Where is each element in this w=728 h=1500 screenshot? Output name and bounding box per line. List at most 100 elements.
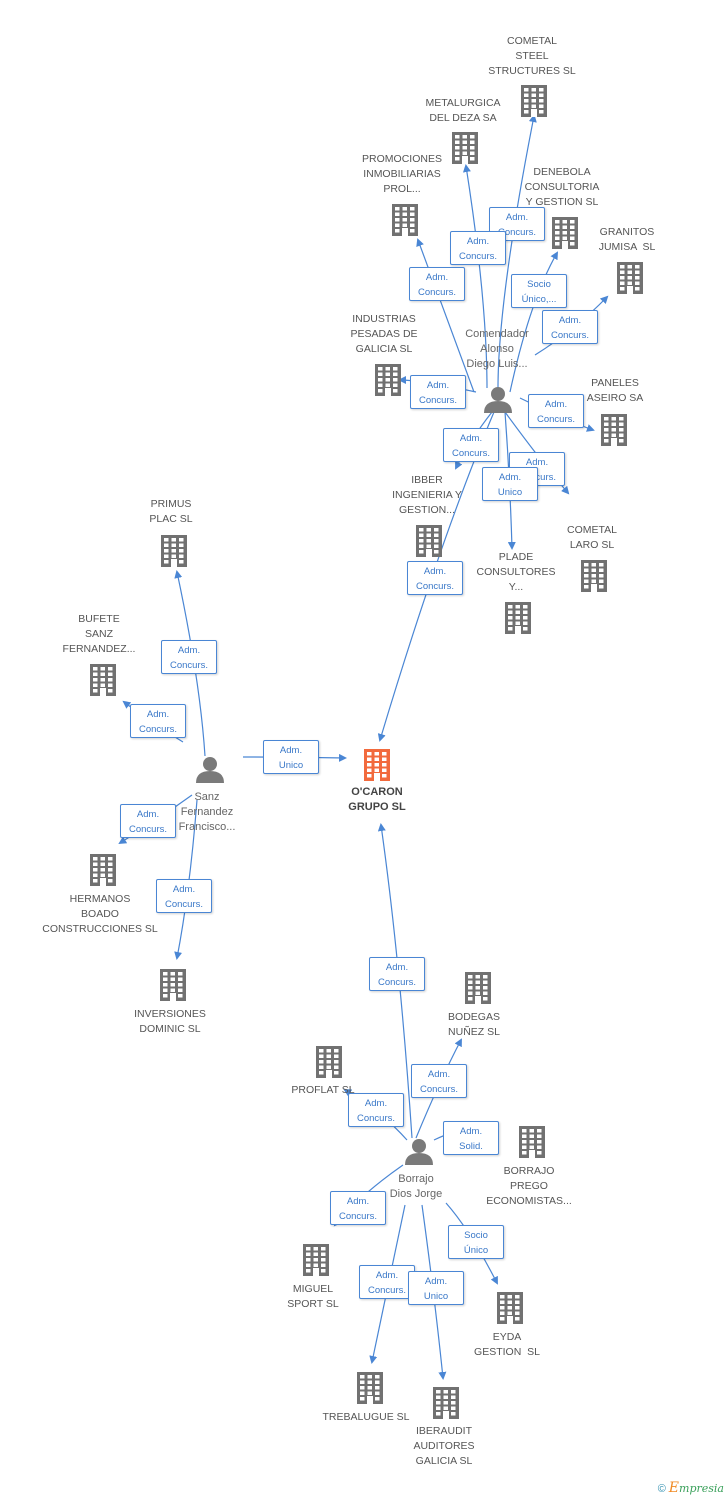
building-icon[interactable] — [375, 364, 401, 396]
relation-label[interactable]: Socio Único,... — [511, 274, 567, 308]
building-icon[interactable] — [392, 204, 418, 236]
relation-label[interactable]: Adm. Concurs. — [369, 957, 425, 991]
relation-label-text: Adm. Concurs. — [164, 884, 203, 910]
relation-label[interactable]: Adm. Concurs. — [161, 640, 217, 674]
relation-label[interactable]: Adm. Concurs. — [489, 207, 545, 241]
company-label[interactable]: PLADE CONSULTORES Y... — [476, 551, 556, 593]
relation-label-text: Adm. Unico — [278, 745, 304, 771]
person-icon[interactable] — [405, 1139, 433, 1165]
relation-label-text: Adm. Concurs. — [418, 380, 457, 406]
relation-label[interactable]: Adm. Concurs. — [443, 428, 499, 462]
company-label[interactable]: BUFETE SANZ FERNANDEZ... — [62, 613, 136, 655]
relation-label[interactable]: Adm. Concurs. — [411, 1064, 467, 1098]
relation-label-text: Adm. Concurs. — [419, 1069, 458, 1095]
building-icon[interactable] — [357, 1372, 383, 1404]
relation-label[interactable]: Adm. Concurs. — [348, 1093, 404, 1127]
person-icon[interactable] — [196, 757, 224, 783]
building-icon[interactable] — [519, 1126, 545, 1158]
relation-label-text: Adm. Concurs. — [458, 236, 497, 262]
edge-line — [497, 114, 537, 389]
company-label[interactable]: MIGUEL SPORT SL — [287, 1283, 339, 1310]
building-icon[interactable] — [552, 217, 578, 249]
relation-label[interactable]: Adm. Concurs. — [410, 375, 466, 409]
main-company-label[interactable]: O'CARON GRUPO SL — [348, 786, 406, 813]
building-icon[interactable] — [452, 132, 478, 164]
building-icon[interactable] — [433, 1387, 459, 1419]
building-icon[interactable] — [160, 969, 186, 1001]
relation-label-text: Adm. Solid. — [459, 1126, 483, 1152]
company-label[interactable]: IBERAUDIT AUDITORES GALICIA SL — [413, 1425, 475, 1467]
relation-label-text: Adm. Concurs. — [138, 709, 177, 735]
building-icon[interactable] — [581, 560, 607, 592]
relation-label-text: Socio Único — [463, 1230, 489, 1256]
relation-label[interactable]: Adm. Concurs. — [359, 1265, 415, 1299]
relation-label[interactable]: Adm. Concurs. — [130, 704, 186, 738]
relation-label[interactable]: Adm. Unico — [408, 1271, 464, 1305]
company-label[interactable]: TREBALUGUE SL — [322, 1411, 410, 1423]
edge-line — [509, 251, 558, 393]
building-icon[interactable] — [90, 854, 116, 886]
building-icon[interactable] — [465, 972, 491, 1004]
company-label[interactable]: PROMOCIONES INMOBILIARIAS PROL... — [362, 153, 442, 195]
building-icon[interactable] — [617, 262, 643, 294]
building-icon[interactable] — [505, 602, 531, 634]
company-label[interactable]: IBBER INGENIERIA Y GESTION... — [392, 474, 462, 516]
company-label[interactable]: BORRAJO PREGO ECONOMISTAS... — [486, 1165, 572, 1207]
company-label[interactable]: COMETAL LARO SL — [567, 524, 617, 551]
relation-label-text: Adm. Unico — [497, 472, 523, 498]
relation-label[interactable]: Adm. Concurs. — [120, 804, 176, 838]
company-label[interactable]: HERMANOS BOADO CONSTRUCCIONES SL — [42, 893, 158, 935]
person-label[interactable]: Sanz Fernandez Francisco... — [178, 791, 236, 833]
relation-label[interactable]: Adm. Concurs. — [528, 394, 584, 428]
building-icon[interactable] — [90, 664, 116, 696]
relation-label-text: Adm. Concurs. — [338, 1196, 377, 1222]
relation-label-text: Socio Único,... — [521, 279, 557, 305]
relation-label-text: Adm. Concurs. — [536, 399, 575, 425]
company-label[interactable]: INVERSIONES DOMINIC SL — [134, 1008, 206, 1035]
relation-label-text: Adm. Concurs. — [451, 433, 490, 459]
relation-label[interactable]: Adm. Concurs. — [330, 1191, 386, 1225]
person-label[interactable]: Borrajo Dios Jorge — [389, 1173, 443, 1200]
building-icon[interactable] — [497, 1292, 523, 1324]
company-label[interactable]: METALURGICA DEL DEZA SA — [425, 97, 501, 124]
brand-name: mpresia — [679, 1482, 724, 1495]
building-icon[interactable] — [364, 749, 390, 781]
building-icon[interactable] — [521, 85, 547, 117]
footer-brand: ©Empresia — [658, 1480, 724, 1496]
relation-label[interactable]: Adm. Concurs. — [407, 561, 463, 595]
relation-label[interactable]: Adm. Concurs. — [542, 310, 598, 344]
relation-label-text: Adm. Concurs. — [377, 962, 416, 988]
building-icon[interactable] — [601, 414, 627, 446]
company-label[interactable]: PRIMUS PLAC SL — [149, 498, 193, 525]
building-icon[interactable] — [303, 1244, 329, 1276]
company-label[interactable]: EYDA GESTION SL — [474, 1331, 540, 1358]
person-label[interactable]: Comendador Alonso Diego Luis... — [465, 328, 529, 370]
relation-label[interactable]: Adm. Unico — [263, 740, 319, 774]
relation-label-text: Adm. Concurs. — [415, 566, 454, 592]
company-label[interactable]: DENEBOLA CONSULTORIA Y GESTION SL — [524, 166, 600, 208]
relation-label-text: Adm. Concurs. — [417, 272, 456, 298]
building-icon[interactable] — [161, 535, 187, 567]
relation-label[interactable]: Adm. Concurs. — [450, 231, 506, 265]
company-label[interactable]: PROFLAT SL — [291, 1084, 355, 1096]
company-label[interactable]: INDUSTRIAS PESADAS DE GALICIA SL — [350, 313, 418, 355]
building-icon[interactable] — [316, 1046, 342, 1078]
edge-line — [462, 164, 488, 389]
relation-label[interactable]: Adm. Concurs. — [409, 267, 465, 301]
relation-label[interactable]: Adm. Concurs. — [156, 879, 212, 913]
building-icon[interactable] — [416, 525, 442, 557]
relation-label-text: Adm. Concurs. — [356, 1098, 395, 1124]
relation-label[interactable]: Adm. Unico — [482, 467, 538, 501]
company-label[interactable]: BODEGAS NUÑEZ SL — [448, 1011, 500, 1038]
person-icon[interactable] — [484, 387, 512, 413]
relation-label[interactable]: Adm. Solid. — [443, 1121, 499, 1155]
company-label[interactable]: GRANITOS JUMISA SL — [598, 226, 656, 253]
edge-line — [416, 238, 475, 393]
relation-label-text: Adm. Concurs. — [169, 645, 208, 671]
company-label[interactable]: COMETAL STEEL STRUCTURES SL — [488, 35, 576, 77]
relation-label-text: Adm. Concurs. — [497, 212, 536, 238]
brand-initial: E — [668, 1480, 680, 1496]
relation-label[interactable]: Socio Único — [448, 1225, 504, 1259]
company-label[interactable]: PANELES ASEIRO SA — [586, 377, 644, 404]
relation-label-text: Adm. Concurs. — [367, 1270, 406, 1296]
